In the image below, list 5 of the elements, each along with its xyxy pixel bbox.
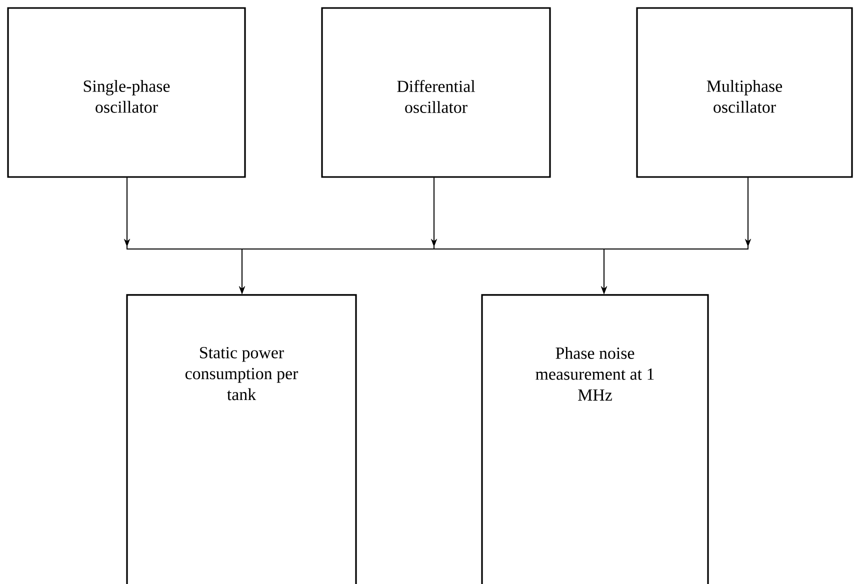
process-box: Differential oscillator: [321, 7, 551, 178]
process-box: Static power consumption per tank: [126, 294, 357, 584]
process-box: Phase noise measurement at 1 MHz: [481, 294, 709, 584]
process-box: Single-phase oscillator: [7, 7, 246, 178]
process-box: Multiphase oscillator: [636, 7, 853, 178]
